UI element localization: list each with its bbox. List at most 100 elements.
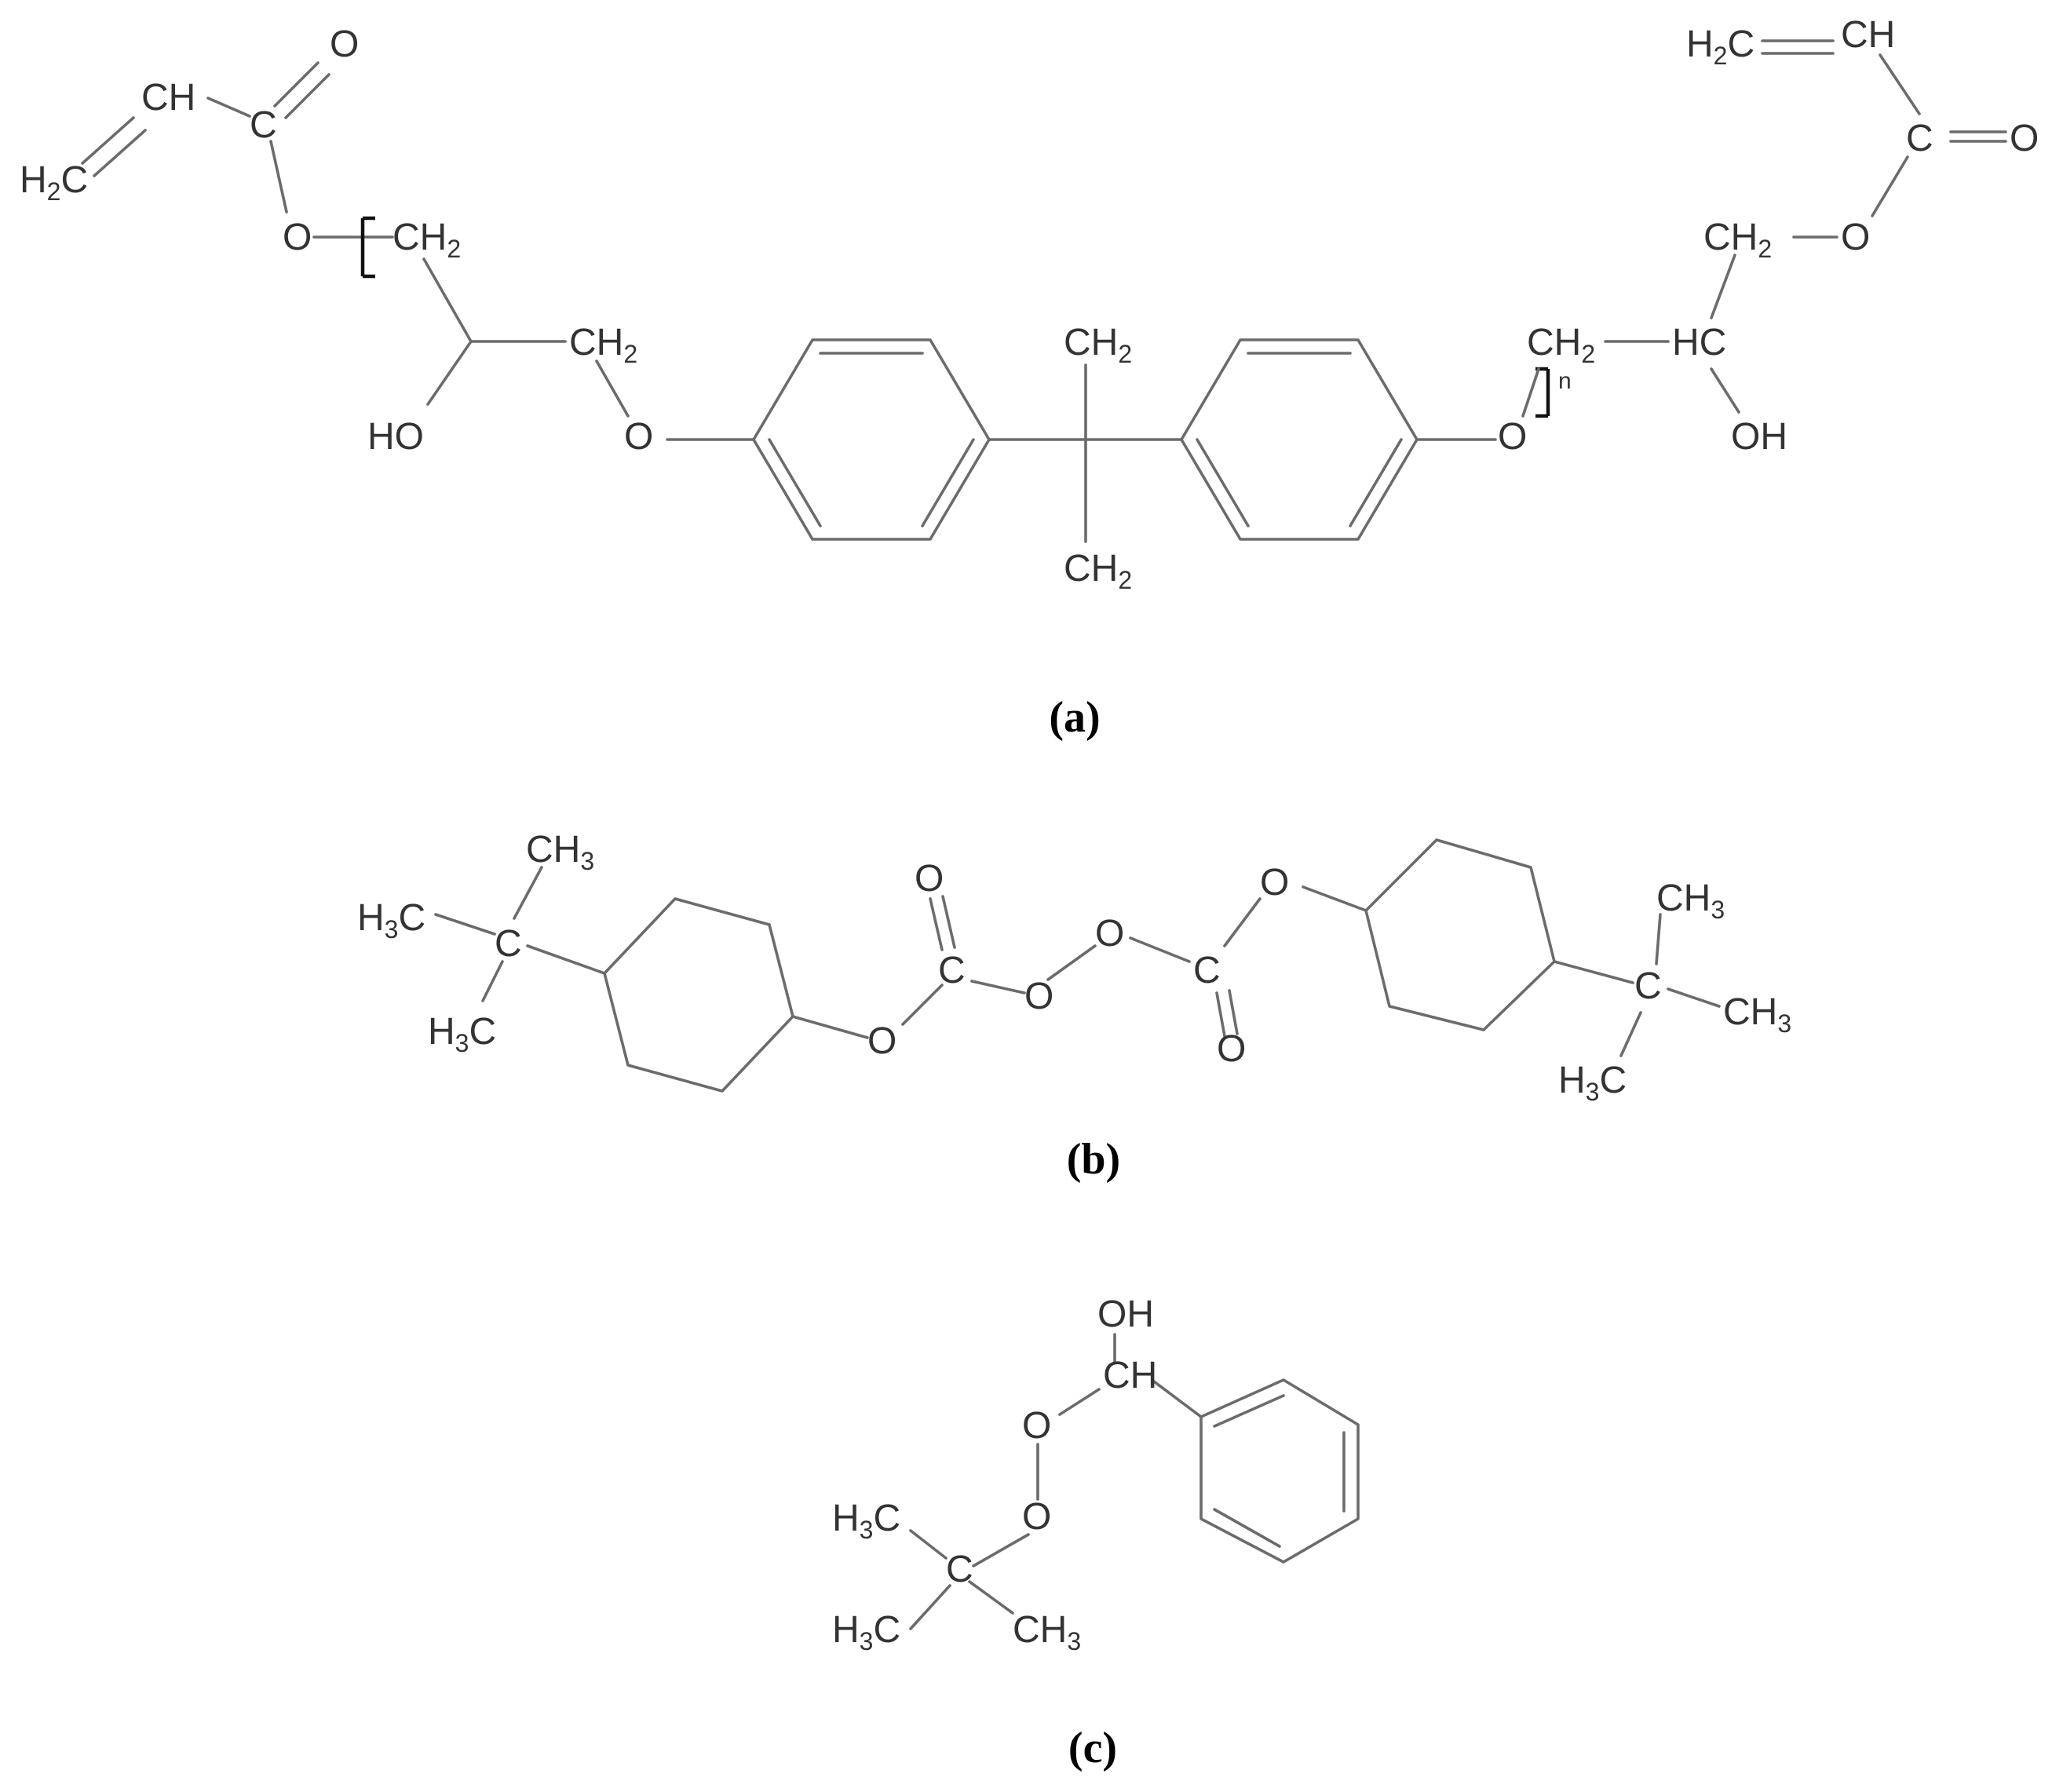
- benzene-ring-left: [752, 338, 991, 541]
- atom-label: CH2: [1703, 217, 1772, 263]
- atom-label: H2C: [1686, 24, 1754, 70]
- panel-c-structure: OH CH O O H3C C H3C CH3 (c): [832, 1294, 1360, 1772]
- atom-label: HC: [1672, 322, 1726, 363]
- atom-label: O: [1022, 1496, 1051, 1538]
- bond: [206, 97, 251, 118]
- benzene-ring-c: [1199, 1378, 1360, 1564]
- bond: [941, 895, 956, 949]
- atom-label: CH2: [1064, 548, 1132, 594]
- atom-label: OH: [1097, 1294, 1154, 1335]
- atom-label: O: [1022, 1405, 1051, 1447]
- bond: [93, 129, 147, 177]
- atom-label: CH3: [1013, 1609, 1081, 1655]
- bond: [1196, 438, 1250, 527]
- bond: [434, 913, 496, 936]
- atom-label: CH2: [569, 322, 637, 368]
- atom-label: O: [1260, 862, 1289, 903]
- bond: [1553, 960, 1634, 984]
- bond: [1058, 1388, 1101, 1416]
- atom-label: H3C: [428, 1011, 496, 1057]
- bond: [426, 340, 473, 406]
- bond: [768, 438, 822, 527]
- atom-label: C: [1193, 950, 1221, 991]
- atom-label: O: [1095, 913, 1124, 954]
- atom-label: C: [495, 923, 522, 965]
- atom-label: CH3: [1656, 878, 1725, 924]
- atom-label: CH2: [1527, 322, 1595, 368]
- atom-label: CH: [141, 77, 195, 119]
- bond: [1046, 944, 1097, 981]
- bond: [1710, 254, 1736, 319]
- bond: [273, 61, 319, 108]
- atom-label: H3C: [1558, 1060, 1627, 1106]
- bond: [1710, 367, 1740, 414]
- bond: [269, 140, 288, 214]
- atom-label: O: [1217, 1028, 1246, 1070]
- atom-label: O: [1498, 416, 1527, 458]
- panel-b-caption: (b): [1067, 1135, 1120, 1184]
- bond: [1129, 936, 1191, 963]
- atom-label: CH2: [393, 217, 461, 263]
- atom-label: CH3: [1723, 991, 1791, 1038]
- bond: [909, 1584, 951, 1630]
- atom-label: C: [1906, 118, 1933, 159]
- bond: [422, 257, 473, 343]
- bond: [513, 866, 543, 920]
- bond: [1655, 913, 1662, 965]
- panel-b-structure: CH3 H3C C H3C O C O O O C O O C CH3 CH3 …: [357, 829, 1791, 1184]
- bond: [1152, 1380, 1203, 1418]
- bond: [1213, 1508, 1281, 1548]
- atom-label: H3C: [357, 897, 425, 943]
- atom-label: O: [867, 1020, 896, 1062]
- bond: [972, 1533, 1030, 1568]
- bond: [284, 73, 330, 119]
- panel-a-caption: (a): [1049, 693, 1100, 742]
- atom-label: O: [1024, 976, 1053, 1017]
- bond: [1228, 989, 1239, 1035]
- benzene-ring-right: [1180, 338, 1419, 541]
- atom-label: O: [915, 858, 944, 900]
- panel-c-caption: (c): [1068, 1724, 1117, 1772]
- atom-label: CH2: [1064, 322, 1132, 368]
- atom-label: OH: [1731, 416, 1787, 458]
- bond: [481, 960, 504, 1002]
- bond: [1223, 897, 1262, 947]
- atom-label: C: [938, 950, 966, 991]
- bond: [901, 984, 944, 1026]
- bond: [909, 1529, 948, 1560]
- atom-label: C: [946, 1549, 973, 1590]
- atom-label: O: [624, 416, 653, 458]
- bond: [921, 438, 975, 527]
- cyclohexane-ring-right: [1364, 838, 1556, 1031]
- atom-label: CH: [1103, 1355, 1157, 1396]
- atom-label: O: [330, 24, 359, 65]
- bond: [968, 1580, 1014, 1615]
- atom-label: CH3: [526, 829, 594, 875]
- atom-label: C: [1634, 965, 1662, 1007]
- panel-a-structure: H2C CH C O O CH2 HO CH2 O CH2 CH2 O n CH…: [20, 14, 2039, 742]
- bond: [81, 116, 135, 165]
- atom-label: O: [2010, 118, 2039, 159]
- bond: [1619, 1011, 1642, 1057]
- repeat-index: n: [1558, 368, 1572, 394]
- bond: [1302, 885, 1367, 912]
- atom-label: H3C: [832, 1609, 900, 1655]
- atom-label: CH: [1841, 14, 1895, 56]
- bond: [1215, 991, 1226, 1038]
- bond: [929, 897, 944, 951]
- bond: [1213, 1394, 1285, 1428]
- bond: [1349, 438, 1403, 527]
- bond: [1667, 987, 1721, 1008]
- bond: [1871, 155, 1909, 217]
- atom-label: O: [1841, 217, 1870, 258]
- bond: [791, 1015, 869, 1039]
- atom-label: C: [250, 104, 277, 146]
- bond: [595, 359, 630, 418]
- atom-label: H3C: [832, 1498, 900, 1544]
- bond: [1521, 367, 1540, 418]
- atom-label: H2C: [20, 159, 88, 206]
- bond: [1879, 53, 1921, 115]
- bond: [970, 980, 1026, 995]
- bond: [526, 944, 606, 975]
